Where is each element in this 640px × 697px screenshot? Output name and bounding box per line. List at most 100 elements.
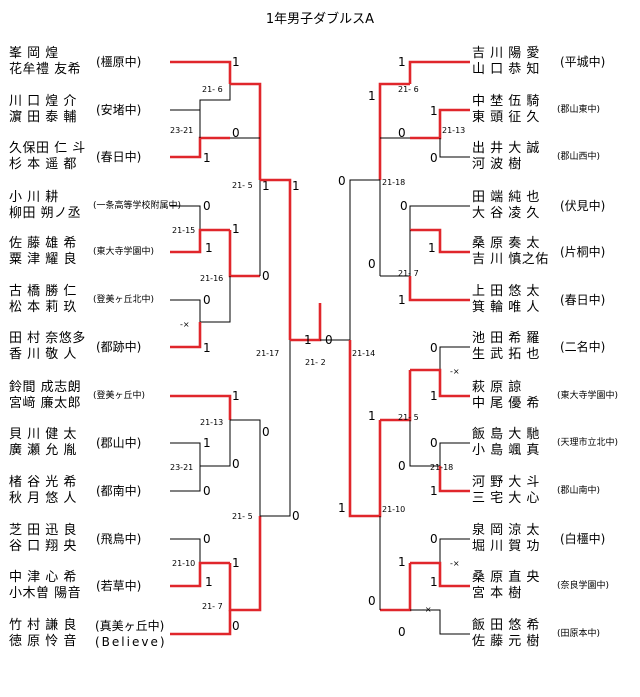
result-label: 21- 5 [232, 512, 253, 521]
score: 0 [232, 457, 240, 471]
bracket-line [439, 138, 470, 158]
result-label: 23-21 [170, 463, 193, 472]
bracket-line [260, 178, 292, 340]
school-name: (郡山南中) [557, 486, 601, 496]
bracket-line [410, 108, 470, 140]
bracket-line [170, 538, 201, 563]
player-name: 三 宅 大 心 [472, 491, 540, 506]
score: 0 [368, 257, 376, 271]
score: 1 [292, 179, 300, 193]
school-name: (都南中) [96, 484, 142, 498]
bracket-line [438, 466, 470, 493]
bracket-line [170, 561, 230, 588]
school-name: (奈良学園中) [557, 581, 610, 591]
score: 1 [368, 89, 376, 103]
school-name: (真美ヶ丘中) [95, 619, 165, 633]
score: 0 [338, 174, 346, 188]
score: 1 [262, 179, 270, 193]
player-name: 東 頭 征 久 [472, 110, 540, 125]
score: 0 [203, 484, 211, 498]
score: 0 [398, 126, 406, 140]
school-name: (Believe) [95, 635, 167, 649]
score: 0 [203, 532, 211, 546]
player-name: 粟 津 耀 良 [9, 252, 77, 267]
score: 0 [368, 594, 376, 608]
player-name: 佐 藤 元 樹 [472, 634, 540, 649]
school-name: (安堵中) [96, 103, 142, 117]
score: 0 [232, 619, 240, 633]
bracket-line [348, 340, 382, 518]
player-name: 峯 岡 煌 [9, 46, 59, 61]
school-name: (郡山西中) [557, 152, 601, 162]
player-name: 川 口 煌 介 [9, 94, 77, 109]
result-label: 21-18 [382, 178, 405, 187]
score: 0 [203, 199, 211, 213]
player-name: 大 谷 凌 久 [472, 206, 540, 221]
school-name: (登美ヶ丘中) [93, 391, 146, 401]
player-name: 古 橋 勝 仁 [9, 284, 77, 299]
result-label: -× [450, 367, 460, 376]
bracket-line [410, 561, 470, 588]
player-name: 谷 口 翔 央 [9, 539, 77, 554]
player-name: 竹 村 謙 良 [9, 618, 77, 633]
score: 1 [232, 556, 240, 570]
bracket-line [170, 136, 230, 159]
player-name: 柳田 朔ノ丞 [9, 206, 82, 221]
bracket-line [378, 82, 410, 180]
player-name: 鈴間 成志朗 [9, 380, 82, 395]
score: 0 [292, 509, 300, 523]
player-name: 箕 輪 唯 人 [472, 300, 540, 315]
player-name: 池 田 希 羅 [472, 331, 540, 346]
player-name: 香 川 敬 人 [9, 347, 77, 362]
player-name: 飯 田 悠 希 [472, 618, 540, 633]
player-name: 吉 川 慎之佑 [472, 252, 549, 267]
school-name: (東大寺学園中) [557, 391, 619, 401]
bracket-line [439, 538, 470, 563]
player-name: 吉 川 陽 愛 [472, 46, 540, 61]
player-name: 上 田 悠 太 [472, 284, 540, 299]
bracket-line [228, 230, 260, 278]
player-name: 田 端 純 也 [472, 190, 540, 205]
result-label: 21-10 [172, 559, 195, 568]
player-name: 生 武 拓 也 [472, 347, 540, 362]
score: 1 [203, 151, 211, 165]
score: 0 [400, 199, 408, 213]
bracket-line [230, 419, 261, 516]
result-label: 21- 5 [232, 181, 253, 190]
player-name: 杉 本 遥 都 [9, 157, 77, 172]
school-name: (郡山東中) [557, 105, 601, 115]
score: 1 [398, 555, 406, 569]
score: 1 [205, 241, 213, 255]
player-name: 小 川 耕 [9, 190, 59, 205]
school-name: (東大寺学園中) [93, 247, 155, 257]
score: 1 [205, 575, 213, 589]
bracket-line [170, 394, 232, 420]
result-label: 21- 6 [202, 85, 223, 94]
bracket-line [380, 563, 412, 612]
score: 0 [232, 126, 240, 140]
player-name: 松 本 莉 玖 [9, 300, 77, 315]
score: 1 [368, 409, 376, 423]
school-name: (都跡中) [96, 340, 142, 354]
bracket-line [408, 60, 470, 84]
result-label: 21- 2 [305, 358, 326, 367]
bracket-line [408, 276, 470, 302]
score: 1 [430, 389, 438, 403]
bracket-line [170, 610, 232, 636]
result-label: -× [422, 605, 432, 614]
player-name: 堀 川 賀 功 [472, 539, 540, 554]
school-name: (白橿中) [560, 532, 606, 546]
player-name: 桑 原 奏 太 [472, 236, 540, 251]
player-name: 貝 川 健 太 [9, 427, 77, 442]
score: 1 [430, 575, 438, 589]
bracket-line [228, 516, 262, 612]
bracket-line [410, 228, 470, 254]
school-name: (登美ヶ丘北中) [93, 295, 155, 305]
player-name: 飯 島 大 馳 [472, 427, 540, 442]
score: 0 [430, 151, 438, 165]
player-name: 小 島 颯 真 [472, 443, 540, 458]
score: 1 [232, 389, 240, 403]
score: 0 [398, 625, 406, 639]
score: 1 [203, 436, 211, 450]
